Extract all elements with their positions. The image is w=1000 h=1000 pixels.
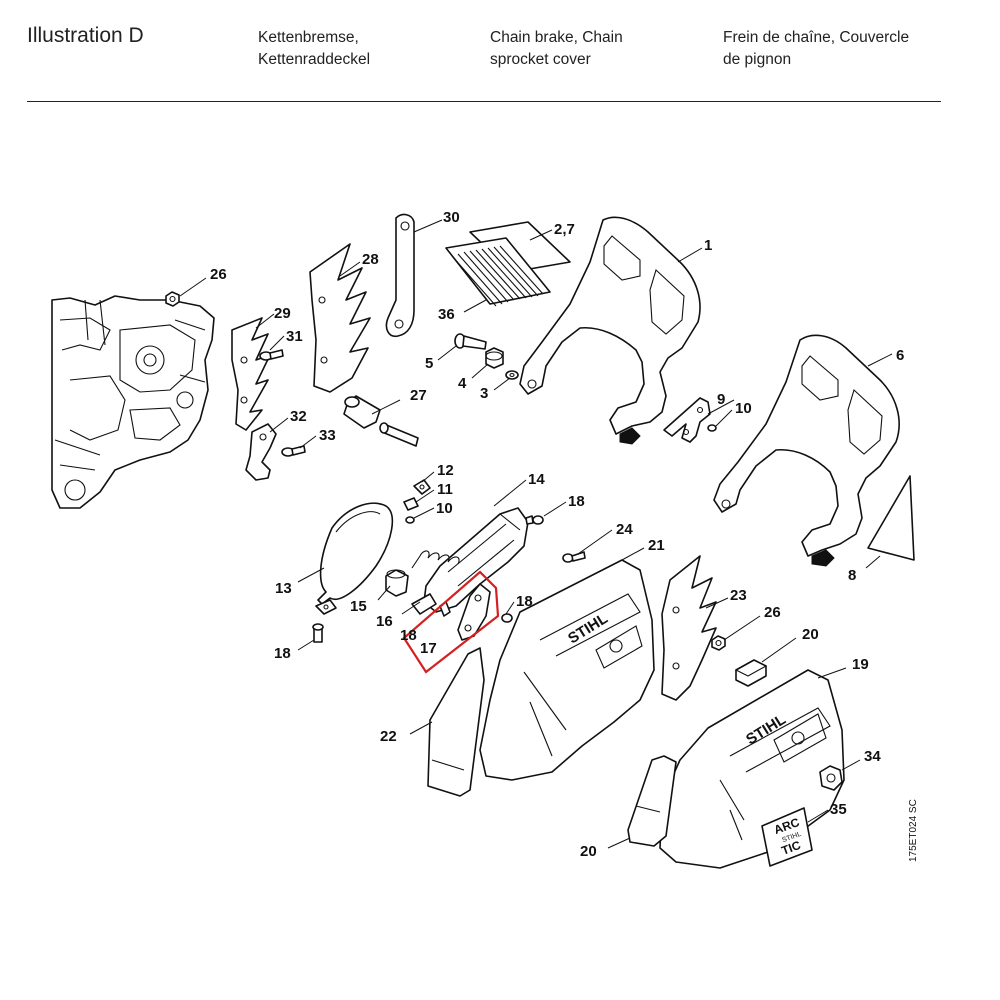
reference-code: 175ET024 SC bbox=[908, 799, 919, 862]
part-25-screw bbox=[562, 551, 586, 563]
caption-french-line-2: de pignon bbox=[723, 51, 792, 68]
caption-french: Frein de chaîne, Couvercle de pignon bbox=[723, 27, 909, 71]
label-6: 6 bbox=[896, 347, 904, 364]
caption-french-line-1: Frein de chaîne, Couvercle bbox=[723, 29, 910, 46]
label-22: 20 bbox=[802, 626, 819, 643]
engine-housing bbox=[51, 295, 215, 509]
label-36: 36 bbox=[438, 306, 455, 323]
part-5-bolt bbox=[454, 333, 487, 350]
part-11-spring-clip bbox=[403, 497, 419, 511]
label-34: 34 bbox=[864, 748, 881, 765]
part-29-spike-bumper bbox=[231, 317, 271, 431]
part-26-nut-lower bbox=[711, 635, 726, 651]
part-13-brake-band bbox=[315, 502, 394, 615]
label-35: 35 bbox=[830, 801, 847, 818]
label-17: 17 bbox=[420, 640, 437, 657]
label-30: 30 bbox=[443, 209, 460, 226]
part-23-strip bbox=[427, 647, 485, 797]
part-30-link-bar bbox=[385, 213, 415, 338]
label-25: 24 bbox=[616, 521, 633, 538]
part-28-spike-bumper bbox=[309, 243, 371, 393]
label-19: 19 bbox=[852, 656, 869, 673]
label-20: 20 bbox=[580, 843, 597, 860]
caption-german-line-2: Kettenraddeckel bbox=[258, 51, 371, 68]
label-21: 21 bbox=[648, 537, 665, 554]
part-19-outer-cover bbox=[659, 669, 845, 869]
label-28: 28 bbox=[362, 251, 379, 268]
part-32-hook bbox=[245, 423, 277, 481]
label-3: 3 bbox=[480, 385, 488, 402]
part-17-pawl bbox=[457, 583, 491, 641]
illustration-title: Illustration D bbox=[27, 24, 144, 47]
label-12: 12 bbox=[437, 462, 454, 479]
part-36-pad bbox=[445, 237, 551, 307]
part-3-washer bbox=[505, 370, 519, 380]
label-18-c: 18 bbox=[274, 645, 291, 662]
label-16: 16 bbox=[376, 613, 393, 630]
part-34-nut bbox=[819, 765, 843, 791]
label-26-upper: 26 bbox=[210, 266, 227, 283]
label-1: 1 bbox=[704, 237, 712, 254]
part-8-triangle-plate bbox=[867, 475, 915, 561]
label-15: 15 bbox=[350, 598, 367, 615]
part-33-screw bbox=[281, 445, 306, 457]
part-4-bushing bbox=[485, 347, 504, 369]
label-33: 33 bbox=[319, 427, 336, 444]
label-10-lower: 10 bbox=[436, 500, 453, 517]
label-11: 11 bbox=[437, 481, 453, 498]
label-18-d: 18 bbox=[400, 627, 417, 644]
header-divider bbox=[27, 101, 941, 102]
label-24: 23 bbox=[730, 587, 747, 604]
part-6-hand-guard bbox=[713, 334, 900, 567]
badge-tic: TIC bbox=[780, 838, 803, 858]
part-26-nut-upper bbox=[165, 291, 180, 307]
label-26-lower: 26 bbox=[764, 604, 781, 621]
label-29: 29 bbox=[274, 305, 291, 322]
label-13: 13 bbox=[275, 580, 292, 597]
header: Illustration D Kettenbremse, Kettenradde… bbox=[0, 0, 1000, 110]
label-8: 8 bbox=[848, 567, 856, 584]
label-23: 22 bbox=[380, 728, 397, 745]
part-18-screw-c bbox=[312, 623, 324, 643]
part-31-screw bbox=[259, 349, 284, 361]
part-15-bushing bbox=[385, 569, 409, 597]
callout-labels: 26 30 2,7 1 28 29 31 36 5 4 3 27 32 33 6… bbox=[210, 209, 904, 860]
label-14: 14 bbox=[528, 471, 545, 488]
label-31: 31 bbox=[286, 328, 303, 345]
label-9: 9 bbox=[717, 391, 725, 408]
part-10-washer-lower bbox=[405, 516, 415, 524]
part-12-clip bbox=[413, 479, 431, 495]
caption-english: Chain brake, Chain sprocket cover bbox=[490, 27, 623, 71]
part-21-sprocket-cover bbox=[479, 559, 655, 781]
part-20-strip bbox=[627, 755, 677, 847]
label-18-a: 18 bbox=[568, 493, 585, 510]
part-35-arctic-badge bbox=[761, 807, 813, 867]
part-22-block bbox=[734, 659, 768, 687]
label-4: 4 bbox=[458, 375, 467, 392]
caption-english-line-2: sprocket cover bbox=[490, 51, 591, 68]
part-10-washer-upper bbox=[707, 424, 717, 432]
part-9-lever bbox=[663, 397, 711, 443]
part-17-highlight-frame bbox=[402, 570, 500, 674]
caption-german-line-1: Kettenbremse, bbox=[258, 29, 359, 46]
label-32: 32 bbox=[290, 408, 307, 425]
leader-lines bbox=[179, 219, 893, 849]
part-18-screw-a bbox=[525, 515, 544, 525]
part-24-bumper-spike bbox=[661, 555, 717, 701]
caption-english-line-1: Chain brake, Chain bbox=[490, 29, 623, 46]
part-16-spring bbox=[411, 550, 460, 569]
label-5: 5 bbox=[425, 355, 433, 372]
label-2-7: 2,7 bbox=[554, 221, 575, 238]
caption-german: Kettenbremse, Kettenraddeckel bbox=[258, 27, 370, 71]
part-14-brake-lever bbox=[411, 507, 529, 615]
label-27: 27 bbox=[410, 387, 427, 404]
part-1-hand-guard bbox=[519, 216, 701, 445]
part-18-screw-b bbox=[501, 613, 513, 623]
label-10-upper: 10 bbox=[735, 400, 752, 417]
label-18-b: 18 bbox=[516, 593, 533, 610]
part-27-pin bbox=[343, 395, 419, 447]
